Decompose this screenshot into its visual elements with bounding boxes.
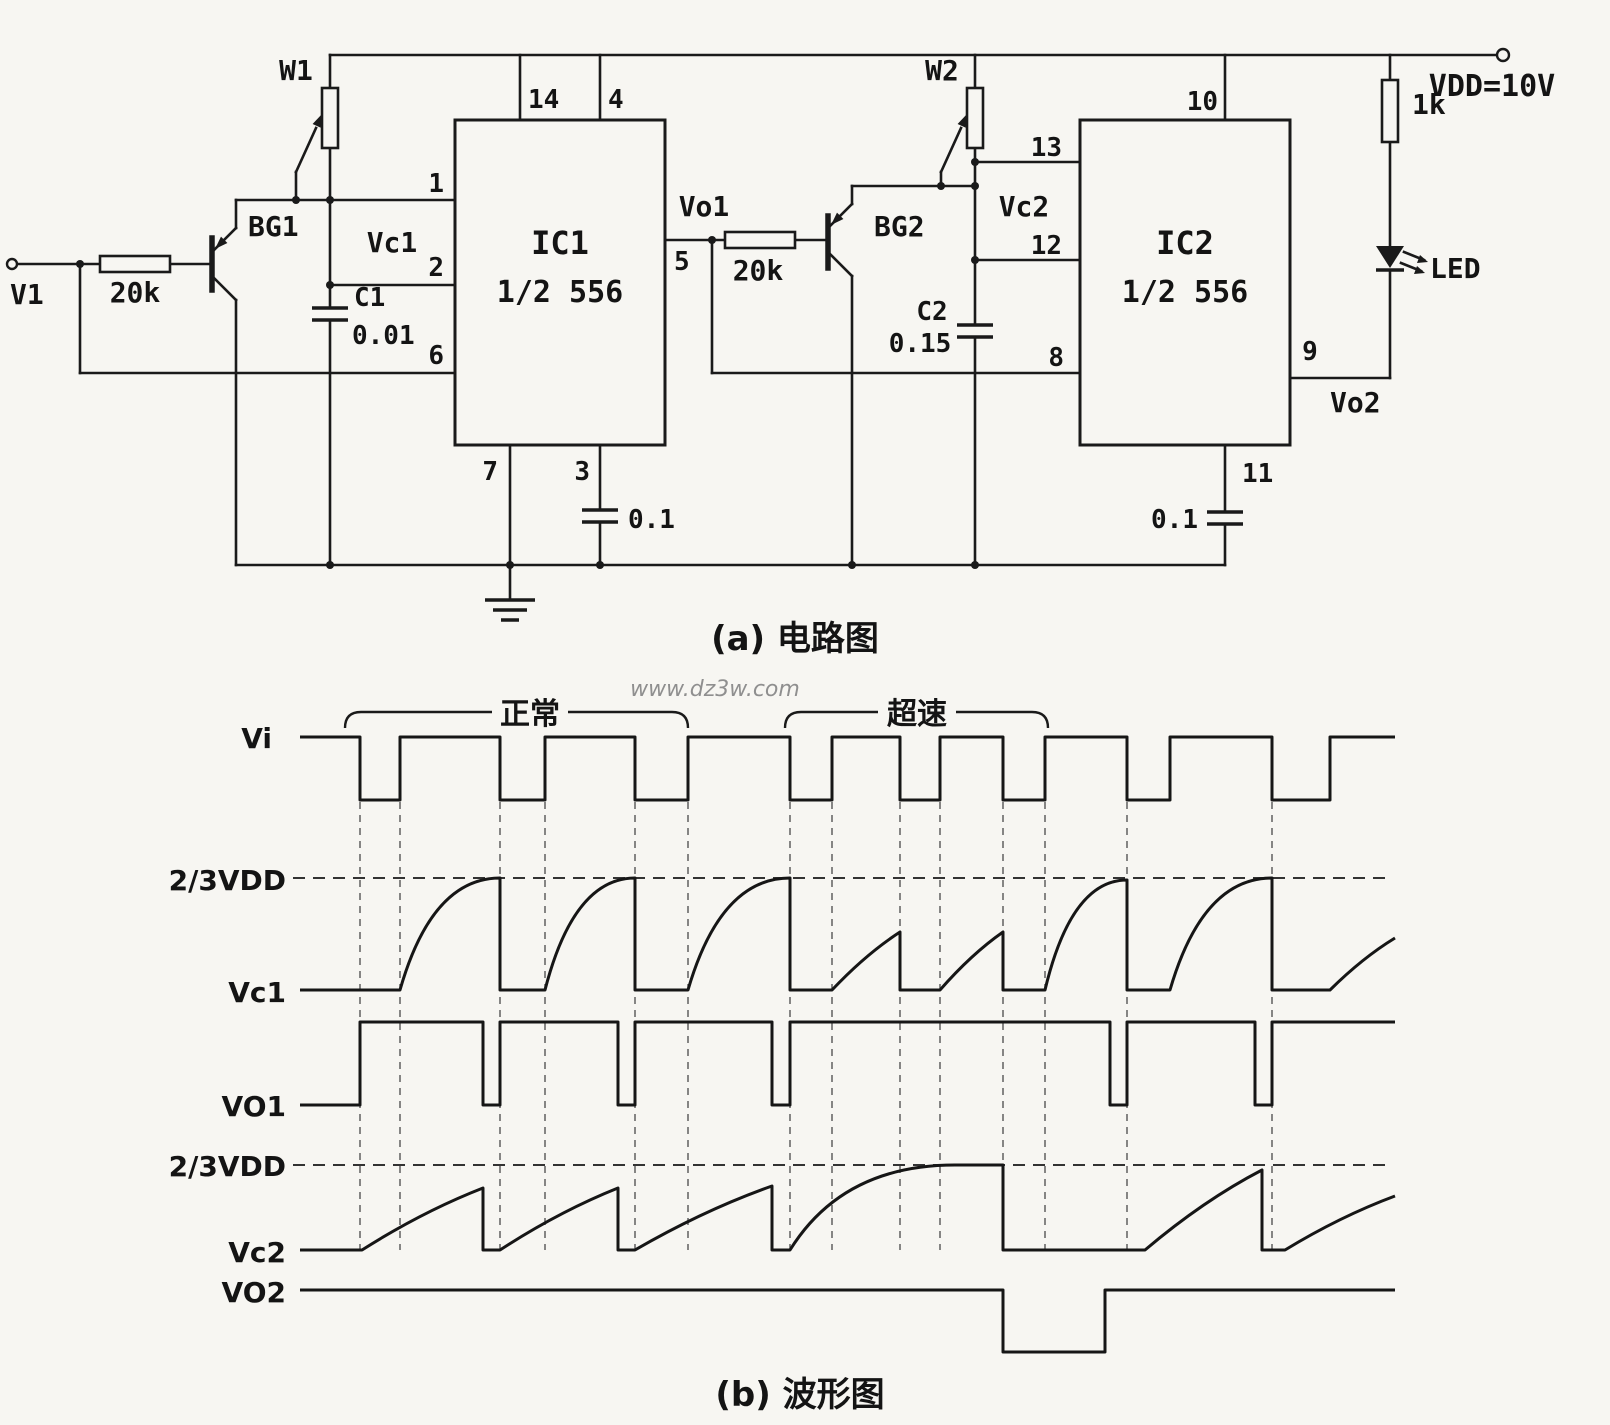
transistor2-label: BG2	[874, 210, 925, 243]
waveform-diagram: www.dz3w.com 正常 超速 Vi 2/3VDD Vc1 VO1 2/3…	[169, 677, 1396, 1415]
guide-lines	[359, 802, 1273, 1250]
cap2-name: C2	[916, 297, 947, 327]
ic2-pin-13: 13	[1031, 133, 1062, 163]
ic1-pin-1: 1	[428, 169, 444, 199]
control-voltage-cap1	[582, 508, 618, 524]
watermark: www.dz3w.com	[630, 677, 800, 702]
ic2-block	[1078, 118, 1292, 447]
potentiometer-w1	[320, 86, 340, 150]
vdd-terminal	[1495, 47, 1511, 63]
ic1-pin-6: 6	[428, 341, 444, 371]
cv-cap1-value: 0.1	[628, 505, 675, 535]
trace-label-vo2: VO2	[222, 1276, 286, 1309]
cap1-value: 0.01	[352, 321, 415, 351]
trace-label-vc1: Vc1	[228, 976, 286, 1009]
input-resistor	[98, 254, 172, 274]
ic2-pin-11: 11	[1242, 459, 1273, 489]
led-label: LED	[1430, 252, 1481, 285]
ic1-pin-5: 5	[674, 247, 690, 277]
input-terminal	[5, 257, 19, 271]
cap1-name: C1	[354, 283, 385, 313]
ic2-pin-8: 8	[1048, 343, 1064, 373]
ground-icon	[485, 598, 535, 622]
transistor-bg1-symbol	[209, 235, 228, 293]
region-braces	[343, 710, 1050, 729]
input-resistor-value: 20k	[110, 276, 161, 309]
trace-vc1	[300, 876, 1396, 992]
w1-wiper-arrow-icon	[312, 114, 322, 128]
led-resistor	[1380, 78, 1400, 144]
pot2-label: W2	[925, 54, 959, 87]
ic1-pin-4: 4	[608, 85, 624, 115]
caption-circuit: (a) 电路图	[711, 619, 879, 659]
ic1-part: 1/2 556	[497, 275, 623, 310]
circuit-diagram: V1 20k BG1 W1 Vc1 C1 0.01 IC1 1/2 556 14…	[5, 47, 1555, 659]
capacitor-c1	[312, 306, 348, 322]
w2-wiper-arrow-icon	[957, 114, 967, 128]
circuit-wires	[15, 53, 1500, 602]
led-symbol	[1376, 246, 1428, 274]
region-normal-label: 正常	[500, 697, 560, 732]
trace-vo2	[300, 1288, 1395, 1354]
ic2-name: IC2	[1156, 224, 1214, 262]
transistor-bg2-symbol	[825, 212, 844, 271]
led-resistor-value: 1k	[1412, 88, 1446, 121]
ic2-pin-12: 12	[1031, 231, 1062, 261]
transistor1-label: BG1	[248, 210, 299, 243]
ic2-pin-9: 9	[1302, 337, 1318, 367]
trace-label-vc2: Vc2	[228, 1236, 286, 1269]
ic1-pin-2: 2	[428, 253, 444, 283]
trace-vi	[300, 735, 1395, 802]
ic2-part: 1/2 556	[1122, 275, 1248, 310]
power-label: VDD=10V	[1429, 69, 1555, 104]
potentiometer-w2	[965, 86, 985, 150]
junction-dots	[76, 158, 979, 569]
ic1-pin-3: 3	[574, 457, 590, 487]
trace-label-vo1: VO1	[222, 1090, 286, 1123]
ic1-pin-7: 7	[482, 457, 498, 487]
trace-vo1	[300, 1020, 1395, 1107]
coupling-resistor	[723, 230, 797, 250]
cap2-value: 0.15	[889, 329, 952, 359]
ic2-pin-10: 10	[1187, 87, 1218, 117]
input-label: V1	[10, 278, 44, 311]
ic1-pin-14: 14	[528, 85, 559, 115]
node1-label: Vc1	[367, 226, 418, 259]
out2-label: Vo2	[1330, 386, 1381, 419]
out1-label: Vo1	[679, 190, 730, 223]
ic1-block	[453, 118, 667, 447]
control-voltage-cap2	[1207, 510, 1243, 526]
trace-vc2	[300, 1163, 1396, 1252]
threshold-label-2: 2/3VDD	[169, 1150, 286, 1183]
caption-waveform: (b) 波形图	[715, 1375, 884, 1415]
ic1-name: IC1	[531, 224, 589, 262]
trace-label-vi: Vi	[241, 722, 272, 755]
capacitor-c2	[957, 323, 993, 339]
coupling-resistor-value: 20k	[733, 254, 784, 287]
cv-cap2-value: 0.1	[1151, 505, 1198, 535]
node2-label: Vc2	[999, 190, 1050, 223]
threshold-label-1: 2/3VDD	[169, 864, 286, 897]
pot1-label: W1	[279, 54, 313, 87]
region-overspeed-label: 超速	[887, 697, 947, 732]
